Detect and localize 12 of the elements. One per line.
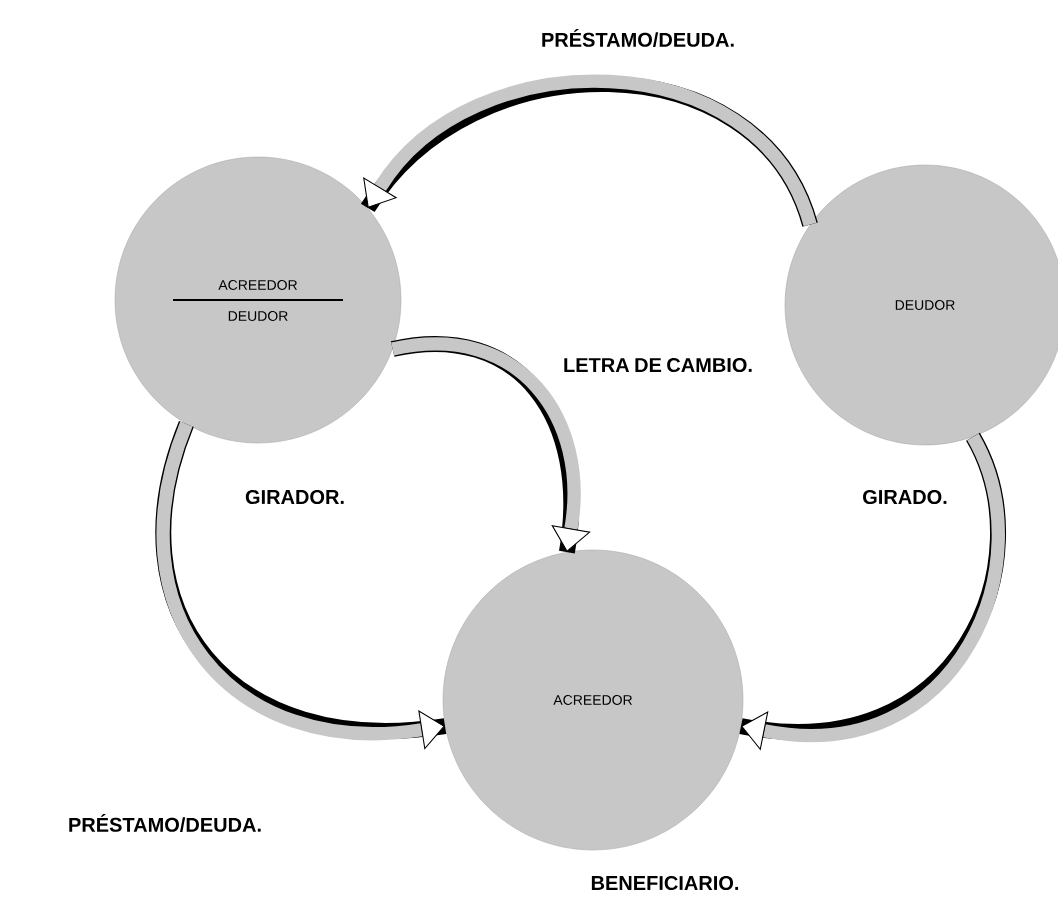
circle-node: ACREEDOR: [442, 549, 744, 851]
node-caption: GIRADOR.: [245, 489, 344, 505]
edge-label: PRÉSTAMO/DEUDA.: [69, 813, 261, 833]
block-arrow: [361, 74, 818, 228]
edge-label: LETRA DE CAMBIO.: [564, 357, 752, 373]
node-caption: BENEFICIARIO.: [591, 875, 739, 891]
block-arrow: [740, 433, 1006, 751]
block-arrow: [391, 336, 591, 553]
circle-node: ACREEDOR DEUDOR: [114, 156, 402, 444]
node-caption: GIRADO.: [863, 489, 947, 505]
circle-node: DEUDOR: [784, 164, 1058, 446]
edge-label: PRÉSTAMO/DEUDA.: [542, 28, 734, 48]
